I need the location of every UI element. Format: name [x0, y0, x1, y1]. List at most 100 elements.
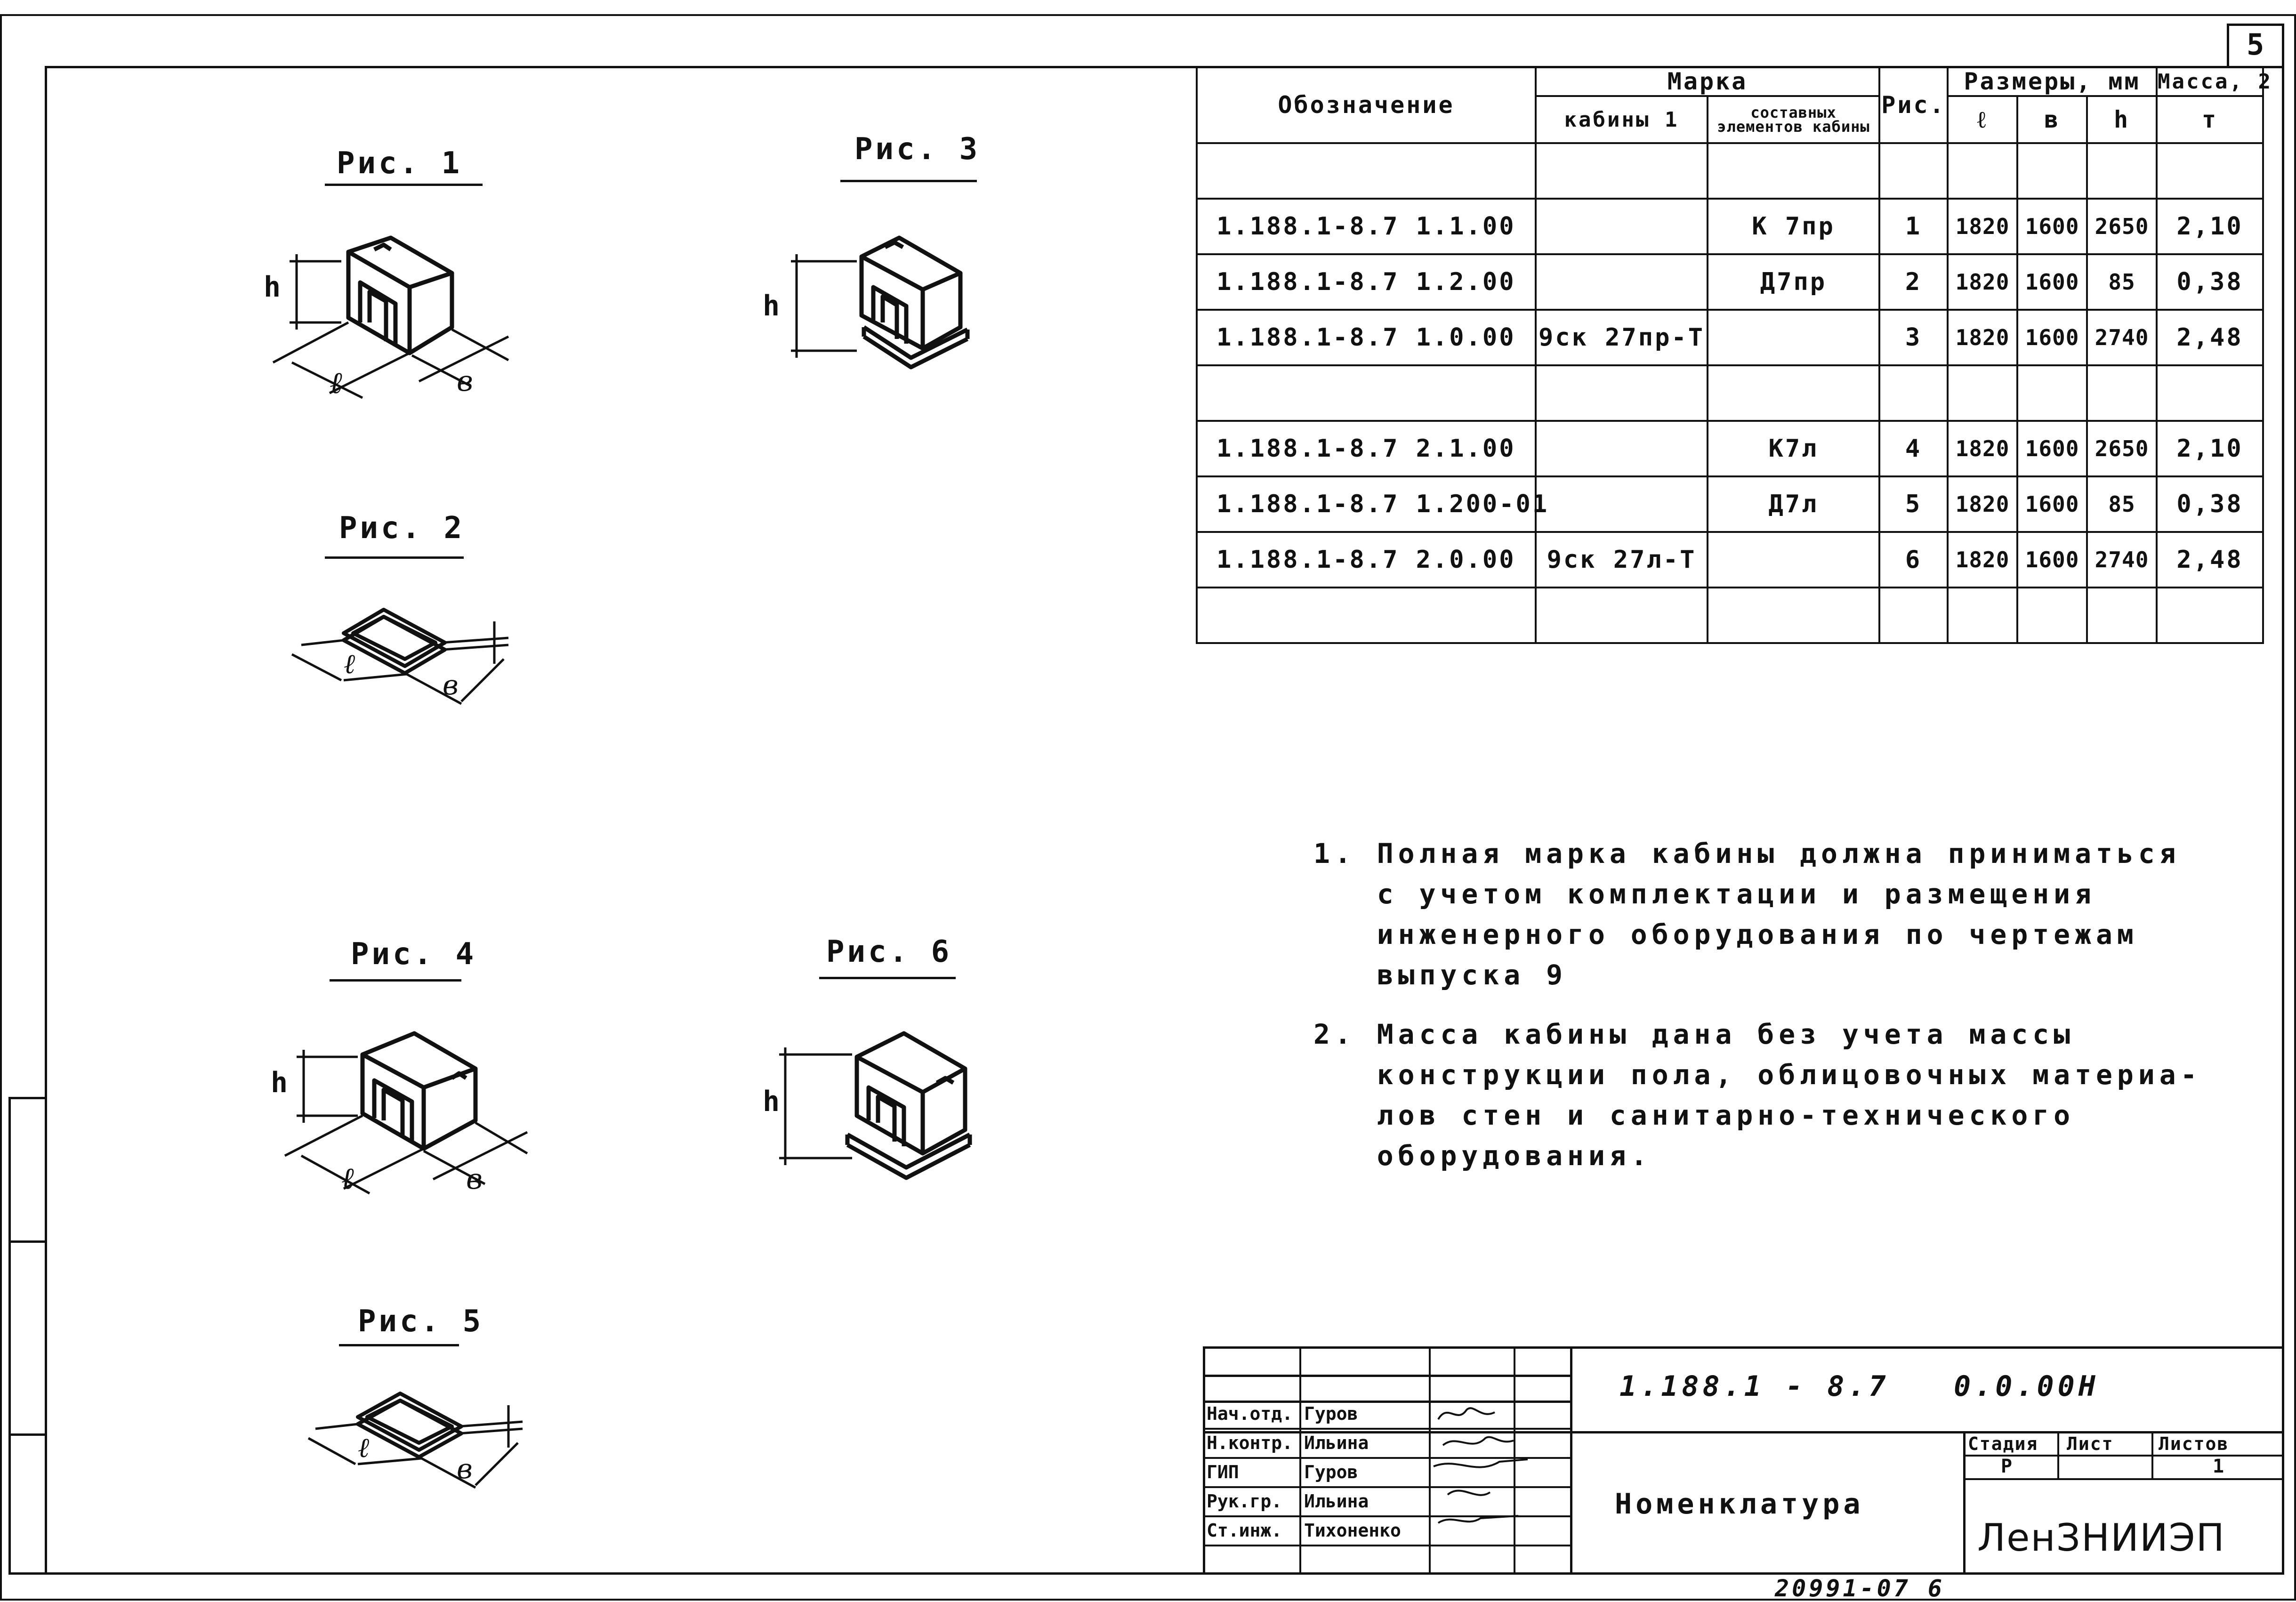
signature-1: [1437, 1407, 1495, 1420]
signature-5: [1437, 1515, 1519, 1524]
cell-element: [1706, 142, 1881, 200]
cell-l: [1947, 587, 2019, 644]
figure-5-dim-b: в: [457, 1453, 473, 1485]
cell-l: 1820: [1947, 475, 2019, 533]
figure-label-4: Рис. 4: [351, 937, 477, 972]
cell-designation: 1.188.1-8.7 1.2.00: [1196, 253, 1537, 311]
cell-mass: 0,38: [2156, 475, 2264, 533]
cell-l: 1820: [1947, 420, 2019, 477]
person-name: Гуров: [1304, 1462, 1358, 1482]
person-name: Ильина: [1304, 1433, 1369, 1453]
title-block-person-row: Ст.инж. Тихоненко: [1203, 1517, 1572, 1546]
figure-1-dim-b: в: [457, 365, 473, 398]
cell-b: 1600: [2016, 198, 2088, 255]
cell-fig: 2: [1878, 253, 1949, 311]
figure-label-5: Рис. 5: [358, 1304, 484, 1339]
sheet-label: Лист: [2067, 1433, 2114, 1454]
note-line: конструкции пола, облицовочных материа-: [1313, 1059, 2202, 1091]
person-name: Тихоненко: [1304, 1520, 1401, 1541]
title-code: 1.188.1 - 8.7: [1619, 1370, 1890, 1403]
outer-border: [0, 14, 2296, 1601]
cell-cabin: 9ск 27л-Т: [1535, 531, 1708, 588]
signature-2: [1442, 1436, 1514, 1446]
title-block-vline-names: [1299, 1346, 1301, 1575]
stage-line-2: [1963, 1478, 2284, 1480]
cell-h: 85: [2086, 253, 2158, 311]
cell-mass: 2,48: [2156, 531, 2264, 588]
figure-3-dim-h: h: [763, 290, 780, 322]
cell-fig: 3: [1878, 309, 1949, 366]
title-name: Номенклатура: [1615, 1488, 1864, 1521]
title-block-person-row: Нач.отд.Гуров: [1203, 1401, 1572, 1430]
figure-5-floor-pan-drawing: ℓ в: [307, 1392, 523, 1489]
table-row: [1196, 587, 2264, 644]
footer-number: 20991-07 6: [1775, 1575, 1945, 1602]
header-designation: Обозначение: [1196, 66, 1537, 144]
nomenclature-table: Обозначение Марка Рис. Размеры, мм Масса…: [1196, 66, 2271, 644]
figure-label-3: Рис. 3: [854, 132, 981, 167]
cell-element: [1706, 587, 1881, 644]
sheets-label: Листов: [2159, 1433, 2229, 1454]
header-elements: составных элементов кабины: [1706, 95, 1881, 144]
figure-4-dim-h: h: [271, 1066, 288, 1099]
cell-designation: 1.188.1-8.7 2.0.00: [1196, 531, 1537, 588]
title-block-person-row: Н.контр.Ильина: [1203, 1430, 1572, 1459]
note-line: лов стен и санитарно-технического: [1313, 1099, 2075, 1131]
cell-h: [2086, 142, 2158, 200]
figure-1-dim-h: h: [264, 271, 281, 304]
cell-cabin: [1535, 142, 1708, 200]
header-mark: Марка: [1534, 66, 1881, 97]
cell-fig: 6: [1878, 531, 1949, 588]
figure-4-dim-b: в: [466, 1163, 483, 1196]
cell-l: 1820: [1947, 531, 2019, 588]
title-block-vline: [1570, 1346, 1572, 1575]
title-block-line-1: [1203, 1431, 2284, 1433]
header-size-l: ℓ: [1947, 95, 2019, 144]
title-block-line-left-2: [1203, 1401, 1572, 1403]
sheet-number: 5: [2247, 27, 2264, 62]
cell-mass: [2156, 142, 2264, 200]
table-row: [1196, 364, 2264, 422]
stage-label: Стадия: [1968, 1433, 2038, 1454]
signature-3: [1433, 1458, 1528, 1468]
note-1: 1. Полная марка кабины должна приниматьс…: [1313, 833, 2202, 995]
figure-2-floor-pan-drawing: ℓ в: [291, 608, 509, 705]
cell-h: [2086, 587, 2158, 644]
person-name: Ильина: [1304, 1491, 1369, 1512]
cell-fig: 5: [1878, 475, 1949, 533]
note-2: 2. Масса кабины дана без учета массы кон…: [1313, 1014, 2202, 1176]
cell-b: 1600: [2016, 253, 2088, 311]
header-size-h: h: [2086, 95, 2158, 144]
figure-2-dim-l: ℓ: [344, 648, 355, 680]
figure-1-dim-l: ℓ: [330, 366, 342, 401]
title-block-vline-signs: [1429, 1346, 1431, 1575]
person-role: Нач.отд.: [1207, 1403, 1293, 1424]
cell-b: 1600: [2016, 309, 2088, 366]
figure-4-cabin-drawing: h ℓ в: [271, 1031, 528, 1196]
cell-cabin: [1535, 364, 1708, 422]
signatures: [1433, 1407, 1528, 1524]
figure-6-cabin-drawing: h: [763, 1031, 972, 1180]
cell-element: [1706, 531, 1881, 588]
note-line: с учетом комплектации и размещения: [1313, 878, 2096, 910]
title-block-person-row: Рук.гр.Ильина: [1203, 1488, 1572, 1517]
cell-element: К7л: [1706, 420, 1881, 477]
note-line: инженерного оборудования по чертежам: [1313, 918, 2138, 950]
figure-underline-2: [325, 556, 464, 559]
figure-4-dim-l: ℓ: [341, 1161, 354, 1196]
person-role: Ст.инж.: [1207, 1520, 1282, 1541]
cell-cabin: 9ск 27пр-Т: [1535, 309, 1708, 366]
cell-fig: [1878, 364, 1949, 422]
cell-h: 85: [2086, 475, 2158, 533]
cell-mass: 2,10: [2156, 420, 2264, 477]
cell-b: [2016, 587, 2088, 644]
cell-element: [1706, 364, 1881, 422]
cell-designation: [1196, 142, 1537, 200]
figure-label-2: Рис. 2: [339, 511, 465, 546]
cell-designation: 1.188.1-8.7 1.0.00: [1196, 309, 1537, 366]
